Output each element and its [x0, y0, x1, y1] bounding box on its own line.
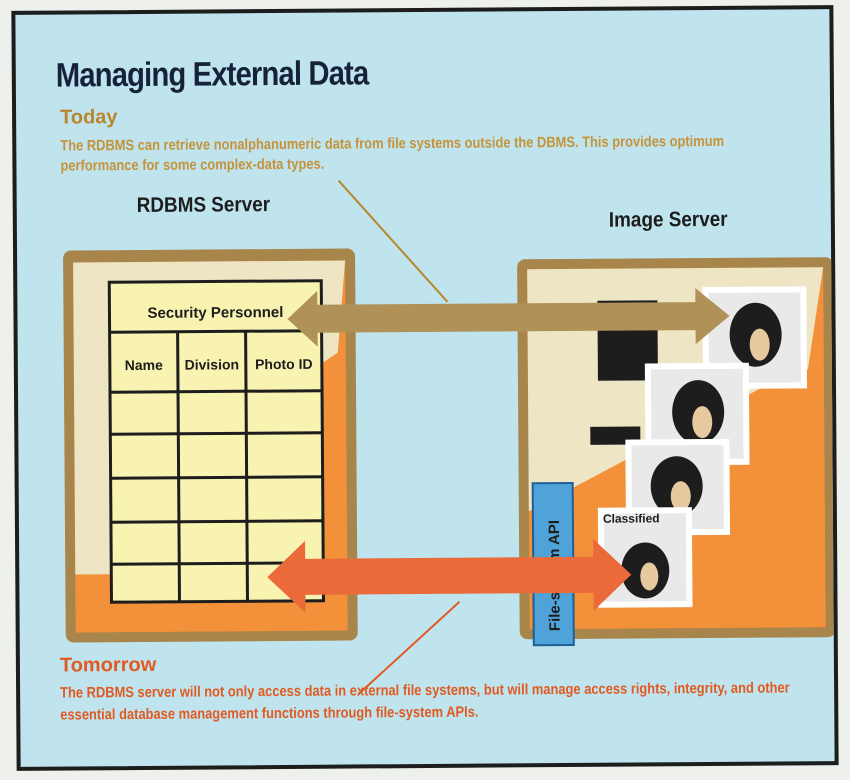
tomorrow-description: The RDBMS server will not only access da…: [60, 679, 790, 724]
diagram-title: Managing External Data: [55, 54, 369, 95]
column-header-name: Name: [125, 357, 163, 373]
photo-card: [702, 286, 808, 390]
table-title: Security Personnel: [147, 304, 283, 322]
tomorrow-arrow: [267, 538, 632, 613]
today-arrow: [287, 288, 730, 347]
diagram-frame: Security Personnel Name Division Photo I…: [11, 5, 839, 771]
diagram-canvas: Security Personnel Name Division Photo I…: [63, 179, 836, 696]
security-personnel-table: Security Personnel Name Division Photo I…: [107, 279, 325, 604]
column-header-division: Division: [185, 356, 240, 372]
rdbms-server-label: RDBMS Server: [136, 193, 271, 218]
tomorrow-pointer-line: [357, 601, 461, 696]
tomorrow-heading: Tomorrow: [59, 653, 157, 677]
today-heading: Today: [60, 106, 118, 129]
today-description: The RDBMS can retrieve nonalphanumeric d…: [60, 132, 725, 175]
today-pointer-line: [337, 179, 449, 303]
column-header-photo-id: Photo ID: [255, 356, 313, 372]
classified-label: Classified: [603, 511, 660, 525]
image-server-label: Image Server: [608, 207, 728, 232]
